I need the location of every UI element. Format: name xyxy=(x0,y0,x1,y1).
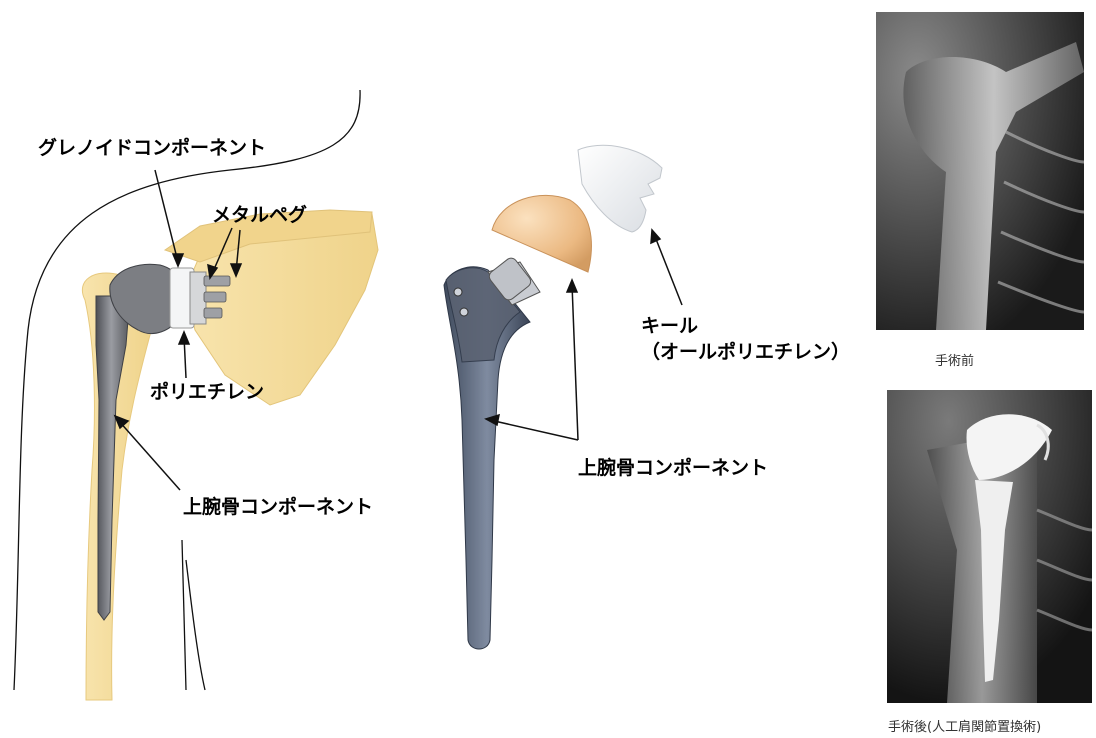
body-line-lower-2 xyxy=(185,559,206,691)
taper-post xyxy=(488,257,532,301)
label-humeral-component-center: 上腕骨コンポーネント xyxy=(578,457,769,479)
humeral-stem-left xyxy=(95,295,131,621)
metal-peg-2 xyxy=(203,291,227,303)
arrow-humeral-center-2 xyxy=(571,283,579,441)
suture-hole-2 xyxy=(459,307,469,317)
label-metal-peg: メタルペグ xyxy=(212,204,308,226)
suture-hole-1 xyxy=(453,287,463,297)
label-polyethylene: ポリエチレン xyxy=(150,381,265,403)
humeral-stem-center xyxy=(443,266,531,650)
body-outline xyxy=(13,89,361,691)
label-glenoid-component: グレノイドコンポーネント xyxy=(38,137,267,159)
arrow-glenoid xyxy=(154,169,179,263)
xray-after-image xyxy=(887,390,1092,703)
label-keel-all-poly: （オールポリエチレン） xyxy=(641,341,851,363)
label-keel: キール xyxy=(641,315,699,337)
caption-before: 手術前 xyxy=(935,354,975,369)
keel-component xyxy=(577,144,663,233)
metal-peg-3 xyxy=(203,307,223,319)
humeral-head-center xyxy=(491,194,592,273)
arrow-humeral-left xyxy=(117,419,181,491)
caption-after: 手術後(人工肩関節置換術) xyxy=(888,720,1042,735)
arrow-peg-1 xyxy=(211,227,233,275)
acromion-bone xyxy=(163,209,373,263)
metal-peg-1 xyxy=(203,275,231,287)
label-humeral-component-left: 上腕骨コンポーネント xyxy=(183,496,374,518)
xray-before-image xyxy=(876,12,1084,330)
arrow-keel xyxy=(653,233,683,306)
body-line-lower-1 xyxy=(181,539,187,691)
arrow-humeral-center-1 xyxy=(489,419,579,441)
